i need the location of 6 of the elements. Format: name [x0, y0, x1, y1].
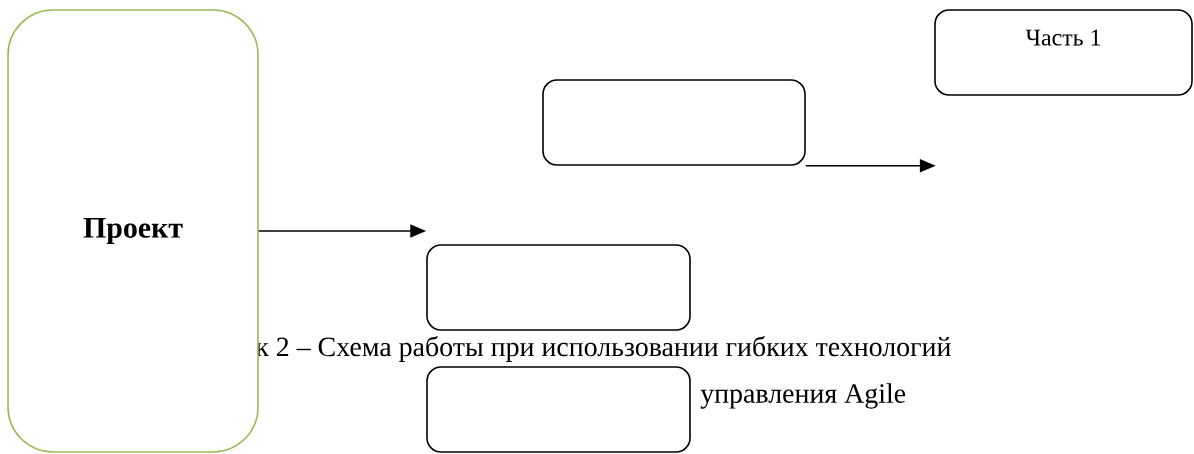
rounded-box	[542, 79, 806, 166]
rounded-box: Часть 1	[934, 9, 1193, 96]
caption-text: управления Agile	[700, 383, 906, 409]
rounded-box	[426, 366, 691, 453]
rounded-box	[426, 244, 691, 331]
project-box: Проект	[7, 9, 259, 453]
